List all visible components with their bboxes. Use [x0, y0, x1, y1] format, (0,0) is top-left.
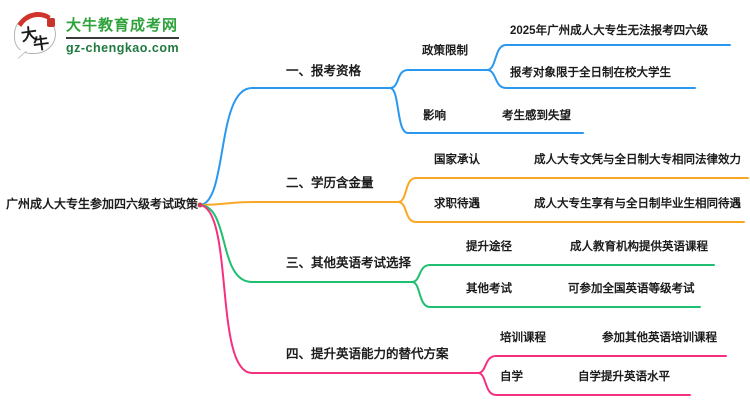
branch-1-child-impact[interactable]: 影响: [423, 110, 446, 122]
logo-title: 大牛教育成考网: [66, 16, 179, 34]
logo-char-niu: 牛: [32, 34, 51, 55]
branch-1-child-policy-limit[interactable]: 政策限制: [422, 45, 468, 57]
branch-2-child-state-recognized[interactable]: 国家承认: [434, 154, 480, 166]
leaf-pets-exam[interactable]: 可参加全国英语等级考试: [568, 283, 695, 295]
branch-4-child-self-study[interactable]: 自学: [500, 371, 523, 383]
logo-text-block: 大牛教育成考网 gz-chengkao.com: [66, 14, 180, 55]
leaf-adult-edu-courses[interactable]: 成人教育机构提供英语课程: [570, 241, 708, 253]
leaf-same-treatment[interactable]: 成人大专生享有与全日制毕业生相同待遇: [534, 198, 741, 210]
branch-3-child-other-exams[interactable]: 其他考试: [466, 283, 512, 295]
leaf-self-study-improve[interactable]: 自学提升英语水平: [578, 371, 670, 383]
logo-divider: [66, 36, 180, 39]
red-seal-icon: [47, 18, 55, 27]
daniu-bubble-icon: 大 牛: [9, 7, 67, 64]
branch-3-child-improve-path[interactable]: 提升途径: [466, 241, 512, 253]
site-logo[interactable]: 大 牛 大牛教育成考网 gz-chengkao.com: [9, 7, 180, 64]
branch-3-label[interactable]: 三、其他英语考试选择: [286, 256, 412, 270]
leaf-candidates-disappointed[interactable]: 考生感到失望: [502, 110, 571, 122]
root-junction-dot: [197, 202, 203, 208]
bubble-tail: [18, 50, 27, 58]
branch-4-lines: [199, 204, 727, 396]
branch-4-label[interactable]: 四、提升英语能力的替代方案: [286, 347, 449, 361]
leaf-2025-no-cet[interactable]: 2025年广州成人大专生无法报考四六级: [510, 25, 709, 37]
branch-1-label[interactable]: 一、报考资格: [286, 64, 362, 78]
leaf-other-training[interactable]: 参加其他英语培训课程: [602, 332, 717, 344]
branch-2-child-job-treatment[interactable]: 求职待遇: [434, 198, 480, 210]
branch-4-child-training-course[interactable]: 培训课程: [500, 332, 546, 344]
branch-2-label[interactable]: 二、学历含金量: [286, 176, 374, 190]
logo-domain: gz-chengkao.com: [66, 40, 180, 55]
leaf-same-legal-effect[interactable]: 成人大专文凭与全日制大专相同法律效力: [534, 154, 741, 166]
leaf-fulltime-only[interactable]: 报考对象限于全日制在校大学生: [510, 67, 671, 79]
root-node[interactable]: 广州成人大专生参加四六级考试政策: [6, 197, 199, 211]
